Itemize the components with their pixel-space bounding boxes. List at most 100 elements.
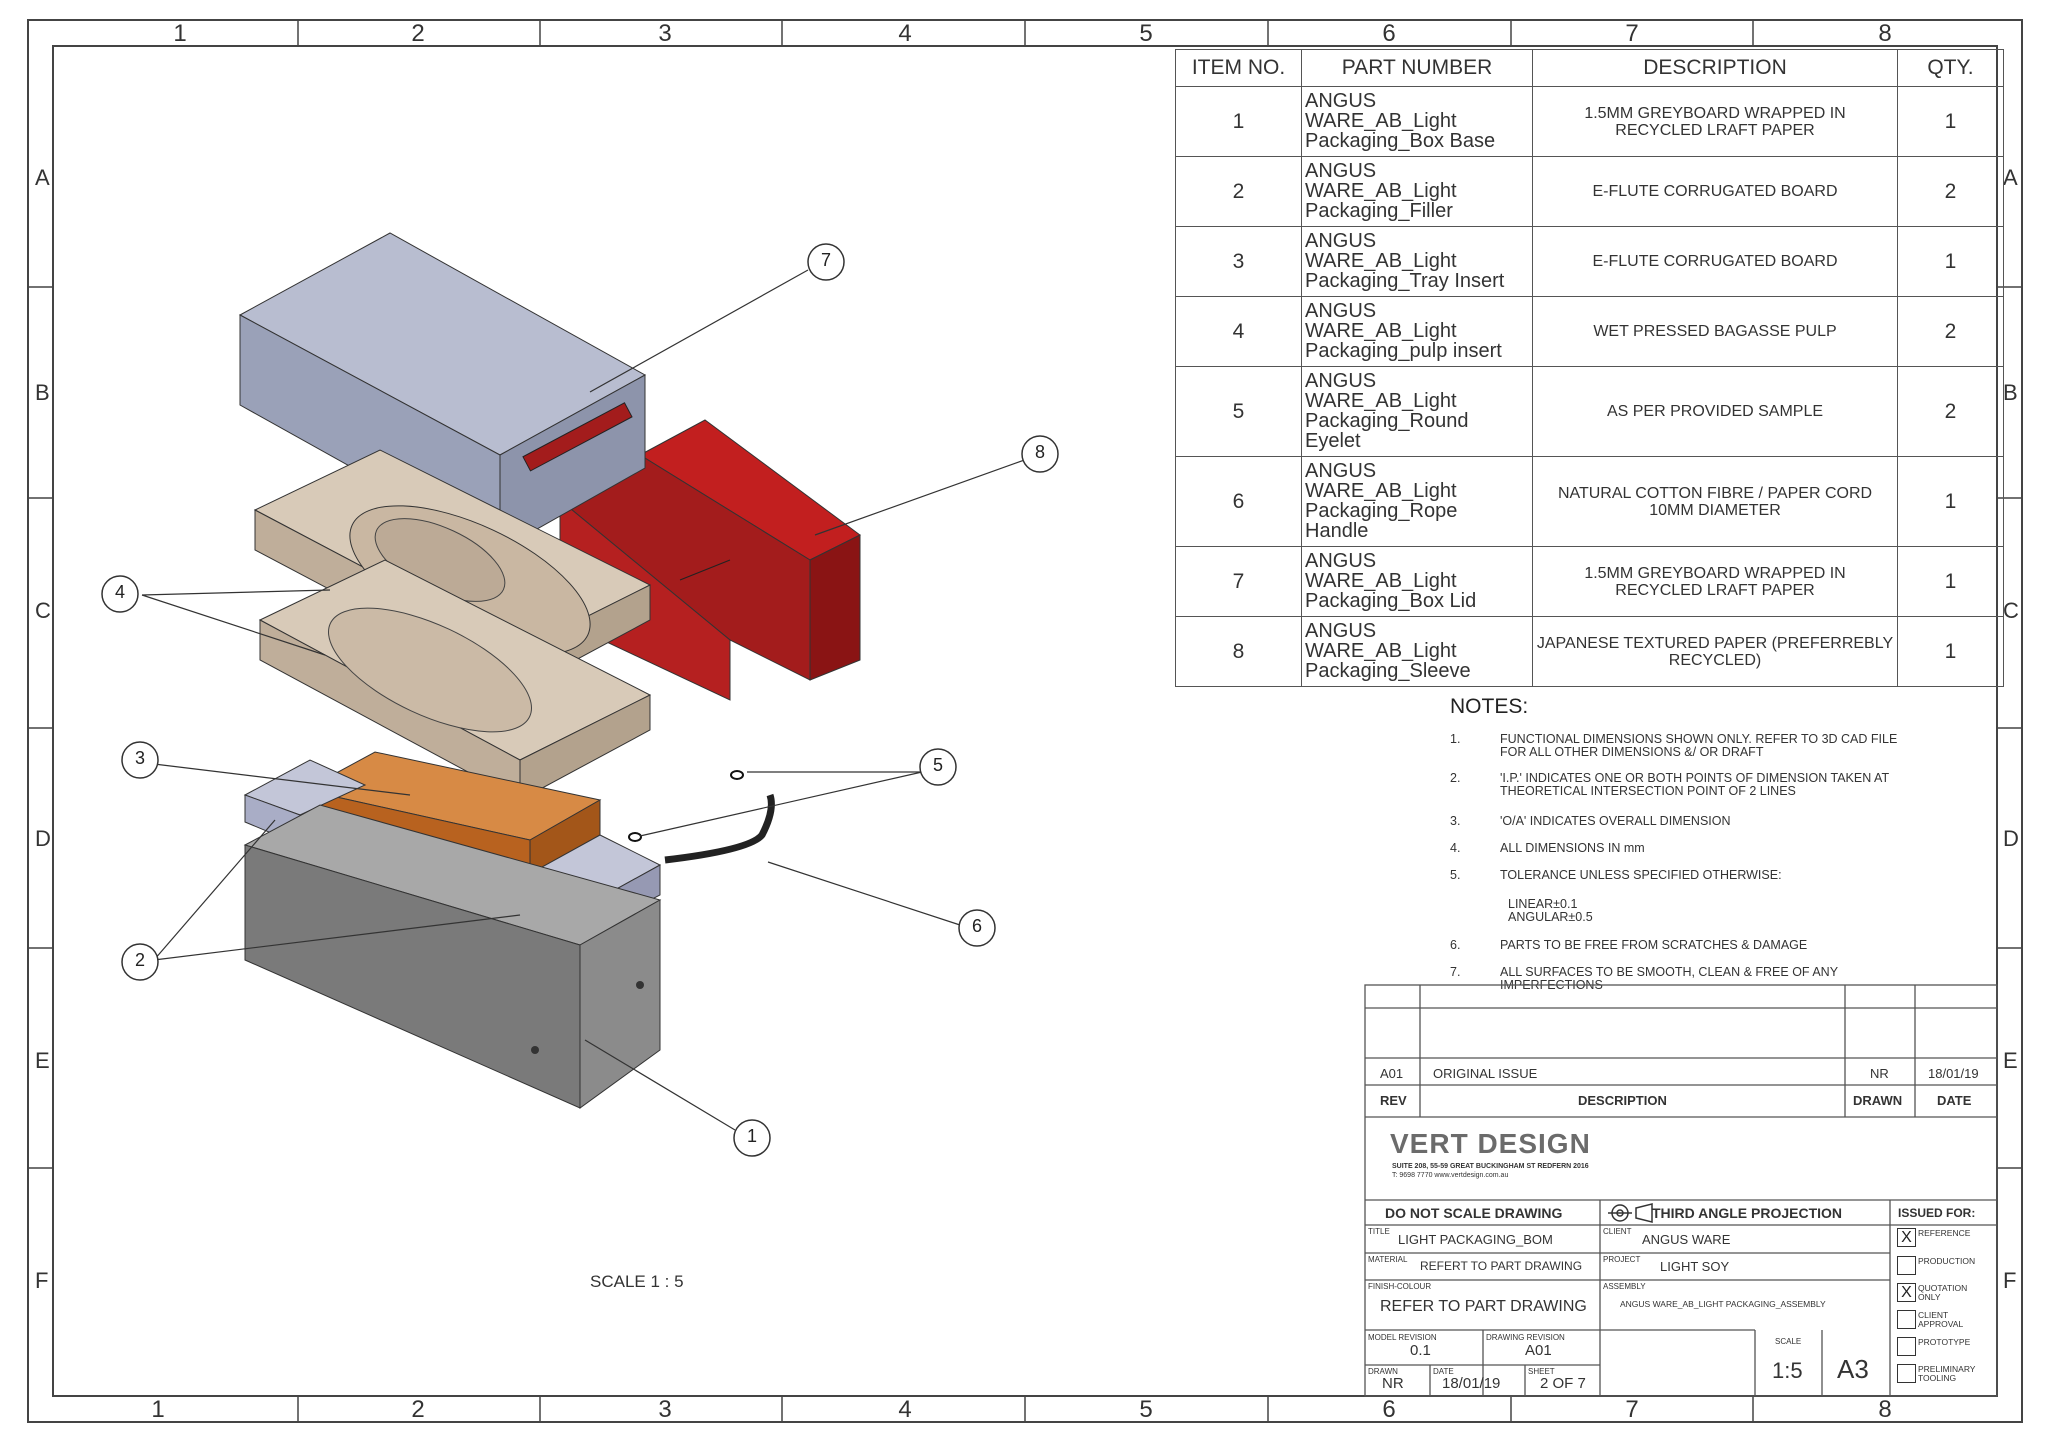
note-number: 2. bbox=[1450, 771, 1461, 785]
bom-part-line: ANGUS bbox=[1305, 550, 1377, 572]
client-value: ANGUS WARE bbox=[1642, 1232, 1731, 1247]
date-value: 18/01/19 bbox=[1442, 1375, 1501, 1392]
bom-qty: 2 bbox=[1897, 366, 2004, 457]
bom-description: E-FLUTE CORRUGATED BOARD bbox=[1532, 226, 1898, 297]
zone-col-6-bottom: 6 bbox=[1382, 1396, 1396, 1423]
balloon-1: 1 bbox=[746, 1126, 757, 1146]
issued-for-label: ISSUED FOR: bbox=[1898, 1206, 1976, 1220]
bom-description-line: RECYCLED LRAFT PAPER bbox=[1615, 121, 1815, 139]
note-line: ANGULAR±0.5 bbox=[1508, 910, 1593, 924]
zone-row-f: F bbox=[35, 1268, 49, 1293]
bom-qty: 1 bbox=[1897, 226, 2004, 297]
zone-row-b-right: B bbox=[2003, 380, 2018, 405]
scale-label: SCALE bbox=[1775, 1337, 1802, 1346]
bom-part-line: Packaging_Round bbox=[1305, 410, 1469, 432]
rev-header-description: DESCRIPTION bbox=[1578, 1093, 1667, 1108]
note-number: 5. bbox=[1450, 868, 1461, 882]
leader-lines bbox=[141, 269, 1031, 1131]
bom-item-no: 2 bbox=[1175, 156, 1302, 227]
zone-col-3-bottom: 3 bbox=[658, 1396, 672, 1423]
zone-col-1-bottom: 1 bbox=[151, 1396, 165, 1423]
bom-item-no: 1 bbox=[1175, 86, 1302, 157]
note-line: PARTS TO BE FREE FROM SCRATCHES & DAMAGE bbox=[1500, 938, 1808, 952]
bom-description-line: NATURAL COTTON FIBRE / PAPER CORD bbox=[1557, 484, 1873, 502]
notes-title: NOTES: bbox=[1450, 695, 1529, 718]
note-number: 3. bbox=[1450, 814, 1461, 828]
exploded-assembly-view bbox=[141, 232, 1031, 1131]
note-text: 'O/A' INDICATES OVERALL DIMENSION bbox=[1500, 815, 1920, 828]
bom-qty: 2 bbox=[1897, 296, 2004, 367]
bom-item-no: 3 bbox=[1175, 226, 1302, 297]
model-revision-value: 0.1 bbox=[1410, 1342, 1431, 1359]
note-text: 'I.P.' INDICATES ONE OR BOTH POINTS OF D… bbox=[1500, 772, 1920, 798]
zone-col-8-bottom: 8 bbox=[1878, 1396, 1892, 1423]
zone-row-e: E bbox=[35, 1048, 50, 1073]
zone-col-5-bottom: 5 bbox=[1139, 1396, 1153, 1423]
rev-header-rev: REV bbox=[1380, 1093, 1407, 1108]
issued-for-option-label: CLIENT APPROVAL bbox=[1918, 1310, 1964, 1329]
checkbox-empty-icon bbox=[1897, 1364, 1916, 1383]
sheet-value: 2 OF 7 bbox=[1540, 1375, 1586, 1392]
title-value: LIGHT PACKAGING_BOM bbox=[1398, 1232, 1553, 1247]
title-label: TITLE bbox=[1368, 1227, 1390, 1236]
bom-description-line: 1.5MM GREYBOARD WRAPPED IN bbox=[1584, 564, 1846, 582]
zone-col-6: 6 bbox=[1382, 20, 1396, 47]
view-scale-label: SCALE 1 : 5 bbox=[590, 1272, 684, 1291]
scale-value: 1:5 bbox=[1772, 1358, 1803, 1383]
bom-description-line: E-FLUTE CORRUGATED BOARD bbox=[1592, 183, 1838, 200]
bom-part-line: ANGUS bbox=[1305, 460, 1377, 482]
issued-for-option-label: PRODUCTION bbox=[1918, 1256, 1976, 1266]
zone-col-8: 8 bbox=[1878, 20, 1892, 47]
bom-description-line: WET PRESSED BAGASSE PULP bbox=[1593, 323, 1837, 340]
rev-row-date: 18/01/19 bbox=[1928, 1066, 1979, 1081]
zone-col-4: 4 bbox=[898, 20, 912, 47]
bom-part-line: WARE_AB_Light bbox=[1305, 480, 1457, 502]
issued-for-option-label: QUOTATION ONLY bbox=[1918, 1283, 1968, 1302]
bom-item-no: 8 bbox=[1175, 616, 1302, 687]
bom-part-line: ANGUS bbox=[1305, 160, 1377, 182]
material-label: MATERIAL bbox=[1368, 1255, 1408, 1264]
zone-col-2-bottom: 2 bbox=[411, 1396, 425, 1423]
checkbox-checked-icon: X bbox=[1897, 1228, 1916, 1247]
bom-description-line: RECYCLED LRAFT PAPER bbox=[1615, 581, 1815, 599]
drawing-revision-label: DRAWING REVISION bbox=[1486, 1333, 1565, 1342]
bom-description-line: E-FLUTE CORRUGATED BOARD bbox=[1592, 253, 1838, 270]
bom-item-no: 4 bbox=[1175, 296, 1302, 367]
bom-qty: 1 bbox=[1897, 616, 2004, 687]
assembly-label: ASSEMBLY bbox=[1603, 1282, 1646, 1291]
company-address: SUITE 208, 55-59 GREAT BUCKINGHAM ST RED… bbox=[1392, 1163, 1589, 1170]
zone-col-7-bottom: 7 bbox=[1625, 1396, 1639, 1423]
bom-part-line: WARE_AB_Light bbox=[1305, 640, 1457, 662]
material-value: REFERT TO PART DRAWING bbox=[1420, 1259, 1583, 1273]
third-angle-projection-icon bbox=[1608, 1203, 1653, 1223]
issued-for-option-label: PROTOTYPE bbox=[1918, 1337, 1971, 1347]
bom-part-line: Handle bbox=[1305, 520, 1369, 542]
checkbox-checked-icon: X bbox=[1897, 1283, 1916, 1302]
bom-part-line: WARE_AB_Light bbox=[1305, 110, 1457, 132]
project-value: LIGHT SOY bbox=[1660, 1259, 1730, 1274]
bom-part-line: ANGUS bbox=[1305, 90, 1377, 112]
checkbox-empty-icon bbox=[1897, 1310, 1916, 1329]
balloon-5: 5 bbox=[932, 755, 943, 775]
note-text: TOLERANCE UNLESS SPECIFIED OTHERWISE: bbox=[1500, 869, 1920, 882]
bom-part-line: WARE_AB_Light bbox=[1305, 570, 1457, 592]
bom-description-line: RECYCLED) bbox=[1668, 651, 1762, 669]
note-line: ALL DIMENSIONS IN mm bbox=[1500, 841, 1645, 855]
bom-part-line: Packaging_pulp insert bbox=[1305, 340, 1502, 362]
rev-header-date: DATE bbox=[1937, 1093, 1972, 1108]
zone-col-4-bottom: 4 bbox=[898, 1396, 912, 1423]
bom-part-line: ANGUS bbox=[1305, 620, 1377, 642]
finish-value: REFER TO PART DRAWING bbox=[1380, 1298, 1587, 1315]
balloon-3: 3 bbox=[134, 748, 145, 768]
bom-item-no: 5 bbox=[1175, 366, 1302, 457]
